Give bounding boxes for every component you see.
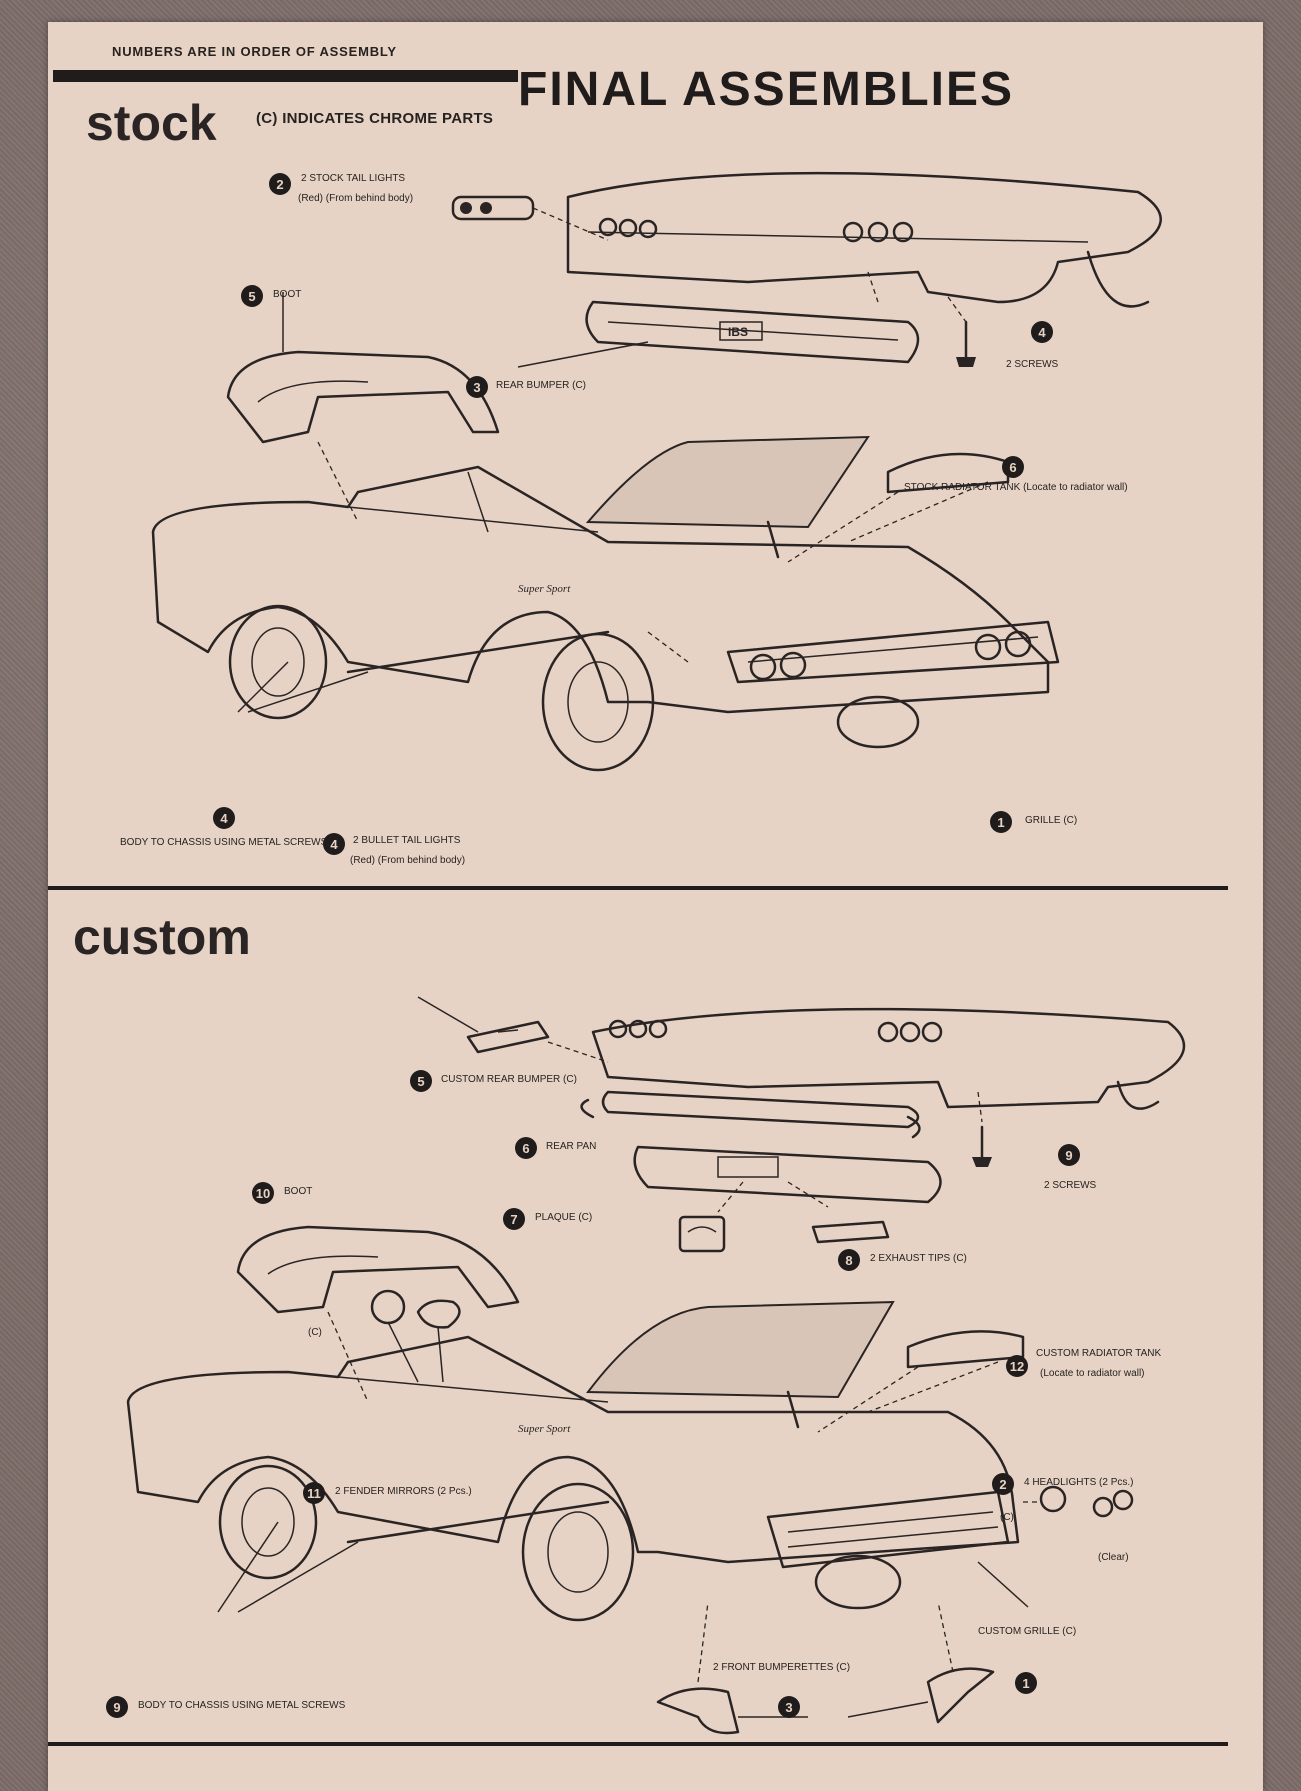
custom-boot-label: BOOT (284, 1186, 313, 1197)
custom-radiator-tank-sub: (Locate to radiator wall) (1040, 1368, 1145, 1379)
callout-number: 10 (252, 1182, 274, 1204)
stock-car-body: Super Sport (151, 435, 1060, 772)
stock-assembly-drawing: IBS (151, 171, 1162, 772)
chrome-parts-note: (C) INDICATES CHROME PARTS (256, 110, 494, 127)
stock-screw-part (947, 296, 976, 367)
stock-grille-label: GRILLE (C) (1025, 815, 1078, 826)
callout-number: 12 (1006, 1355, 1028, 1377)
custom-fender-mirrors-part (370, 1289, 461, 1383)
callout-number: 4 (1031, 321, 1053, 343)
callout-number: 9 (106, 1696, 128, 1718)
stock-body-to-chassis-label: BODY TO CHASSIS USING METAL SCREWS (120, 837, 328, 848)
page-title: FINAL ASSEMBLIES (518, 63, 1015, 116)
custom-screw-part (972, 1091, 992, 1167)
custom-mirror-chrome-note: (C) (308, 1327, 322, 1338)
custom-exhaust-tips-label: 2 EXHAUST TIPS (C) (870, 1253, 967, 1264)
custom-car-body: Super Sport (126, 1300, 1134, 1735)
callout-number: 1 (990, 811, 1012, 833)
svg-text:Super Sport: Super Sport (518, 1423, 571, 1435)
section-divider (48, 886, 1228, 890)
stock-tail-lights-label: 2 STOCK TAIL LIGHTS (301, 173, 406, 184)
callout-number: 2 (992, 1473, 1014, 1495)
custom-tail-lights-sub: (Red) (From behind body) (350, 855, 466, 866)
custom-rear-bumper (580, 1090, 921, 1139)
stock-rear-bumper: IBS (517, 300, 920, 368)
stock-screws-label: 2 SCREWS (1006, 359, 1059, 370)
callout-number: 7 (503, 1208, 525, 1230)
instruction-sheet: NUMBERS ARE IN ORDER OF ASSEMBLY FINAL A… (48, 22, 1263, 1791)
custom-plaque-label: PLAQUE (C) (535, 1212, 593, 1223)
assembly-order-note: NUMBERS ARE IN ORDER OF ASSEMBLY (112, 44, 397, 59)
custom-radiator-tank-part (817, 1330, 1025, 1433)
callout-number: 3 (466, 376, 488, 398)
custom-rear-bumper-label: CUSTOM REAR BUMPER (C) (441, 1074, 577, 1085)
stock-tail-light-part (451, 195, 609, 241)
stock-tail-lights-sub: (Red) (From behind body) (298, 193, 414, 204)
callout-number: 1 (1015, 1672, 1037, 1694)
callout-number: 2 (269, 173, 291, 195)
callout-number: 6 (515, 1137, 537, 1159)
custom-headlights-label: 4 HEADLIGHTS (2 Pcs.) (1024, 1477, 1134, 1488)
stock-radiator-tank-label: STOCK RADIATOR TANK (Locate to radiator … (904, 482, 1128, 493)
custom-tail-light-part (417, 996, 609, 1063)
callout-number: 11 (303, 1482, 325, 1504)
custom-bumperettes-label: 2 FRONT BUMPERETTES (C) (713, 1662, 851, 1673)
custom-grille-label: CUSTOM GRILLE (C) (978, 1626, 1077, 1637)
callout-number: 4 (323, 833, 345, 855)
callout-number: 5 (410, 1070, 432, 1092)
custom-assembly-drawing: Super Sport (126, 996, 1186, 1735)
callout-number: 6 (1002, 456, 1024, 478)
callout-number: 3 (778, 1696, 800, 1718)
header-rule (53, 70, 518, 82)
svg-text:IBS: IBS (728, 325, 748, 339)
custom-screws-label: 2 SCREWS (1044, 1180, 1097, 1191)
stock-heading: stock (86, 95, 217, 151)
svg-text:Super Sport: Super Sport (518, 583, 571, 595)
custom-boot-part (236, 1225, 520, 1403)
custom-rear-pan-label: REAR PAN (546, 1141, 597, 1152)
custom-fender-mirrors-label: 2 FENDER MIRRORS (2 Pcs.) (335, 1486, 472, 1497)
custom-body-to-chassis-label: BODY TO CHASSIS USING METAL SCREWS (138, 1700, 346, 1711)
custom-tail-lights-label: 2 BULLET TAIL LIGHTS (353, 835, 461, 846)
custom-rear-pan (633, 1145, 942, 1213)
section-divider (48, 1742, 1228, 1746)
callout-number: 9 (1058, 1144, 1080, 1166)
custom-headlight-clear-note: (Clear) (1098, 1552, 1129, 1563)
custom-exhaust-tips-part (811, 1220, 890, 1244)
stock-boot-part (226, 292, 500, 523)
callout-number: 5 (241, 285, 263, 307)
stock-rear-body (566, 171, 1162, 308)
stock-rear-bumper-label: REAR BUMPER (C) (496, 380, 587, 391)
custom-plaque-part (678, 1215, 726, 1253)
callout-number: 4 (213, 807, 235, 829)
custom-heading: custom (73, 909, 251, 965)
callout-number: 8 (838, 1249, 860, 1271)
custom-radiator-tank-label: CUSTOM RADIATOR TANK (1036, 1348, 1162, 1359)
custom-headlight-chrome-note: (C) (1000, 1512, 1014, 1523)
custom-rear-body (591, 1007, 1186, 1110)
stock-boot-label: BOOT (273, 289, 302, 300)
